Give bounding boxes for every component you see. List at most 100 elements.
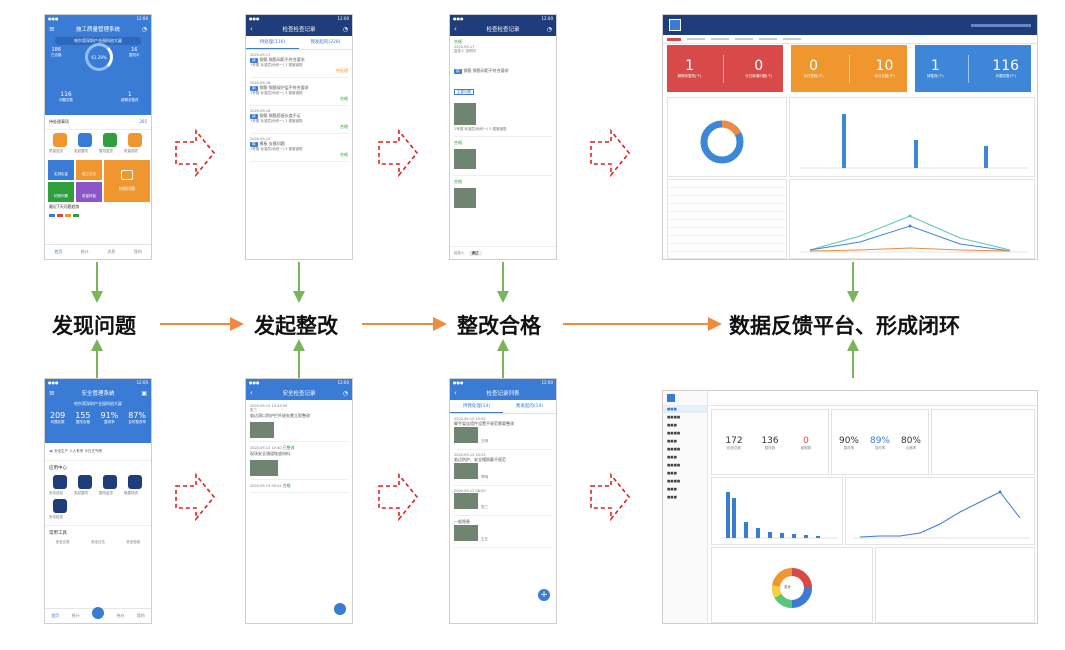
big-tile-4[interactable]: 质量样板 (76, 182, 102, 202)
menu-icon[interactable]: ≡ (49, 389, 55, 397)
back-icon[interactable]: ‹ (250, 389, 253, 397)
safety-line-chart (854, 490, 1030, 539)
project-selector[interactable]: 哈尔滨深圳产业园科创大厦 (55, 37, 141, 45)
stage-label-discover: 发现问题 (52, 314, 136, 338)
tile-icon-4[interactable] (128, 133, 142, 147)
list-item[interactable]: 2020-09-15 15:52 脚手架连墙件设置不规范需要整改 王明 (454, 417, 552, 450)
safety-icon-1[interactable] (53, 475, 67, 489)
tab-todo[interactable]: 待办 (116, 613, 125, 618)
list-item[interactable]: 2020-09-13 09:42 合格 (250, 483, 348, 493)
detail-location: 1号楼 标准层(地块一) 3 楼管钢筋 (454, 127, 507, 131)
stat-left-label: 已合格 (51, 53, 62, 57)
problem-list-panel (667, 179, 787, 259)
add-fab[interactable]: + (538, 589, 550, 601)
list-item[interactable]: 2020-09-16 钢钢筋 钢筋保护层不符合要求 1号楼 标准层(地块一) 3… (250, 81, 348, 106)
list-item[interactable]: 2020-09-15 14:43:59 张三 临边洞口防护栏杆缺失需立即整改 (250, 404, 348, 442)
photo-thumbnail[interactable] (454, 463, 478, 479)
tile-label-4: 质量验收 (124, 149, 138, 153)
tab-home[interactable]: 首页 (54, 249, 63, 254)
red-dashed-arrow-top-2 (378, 128, 419, 178)
photo-thumbnail[interactable] (250, 460, 278, 476)
safety-records-list-screenshot: ●●●12:00 ‹ 检查记录列表 待我处理(14) 我发起的(14) 2020… (449, 378, 557, 624)
photo-thumbnail[interactable] (454, 493, 478, 509)
stage-label-feedback: 数据反馈平台、形成闭环 (729, 314, 960, 338)
tab-pending[interactable]: 待处理(116) (246, 36, 299, 49)
photo-thumbnail[interactable] (454, 188, 476, 208)
list-item[interactable]: 2020-09-15 10:25 临边防护、安全帽佩戴不规范 李明 (454, 453, 552, 486)
tile-icon-2[interactable] (78, 133, 92, 147)
photo-problem-tile[interactable]: 拍照问题 (104, 160, 150, 202)
edit-fab[interactable] (334, 603, 346, 615)
tab-profile[interactable]: 我的 (133, 249, 142, 254)
safety-icon-5[interactable] (53, 499, 67, 513)
list-item[interactable]: 2020-09-12 08:00 张三 (454, 489, 552, 516)
tab-profile[interactable]: 我的 (136, 613, 145, 618)
safety-project[interactable]: 哈尔滨深圳产业园科创大厦 (74, 401, 122, 406)
pending-section-count[interactable]: 265 (139, 119, 147, 124)
trend-title: 最近7天问题趋势 (49, 204, 80, 209)
tile-label-2: 发起整改 (74, 149, 88, 153)
tab-initiated[interactable]: 我发起的(228) (310, 40, 341, 45)
detail-status: 合格 (454, 39, 462, 44)
footer-inspector: 检查人 (454, 250, 465, 255)
big-tile-2[interactable]: 施工日志 (76, 160, 102, 180)
stat-bottom-left-value: 116 (60, 91, 72, 98)
tab-pending[interactable]: 待我处理(14) (450, 400, 503, 413)
photo-problem-label: 拍照问题 (119, 186, 135, 191)
photo-thumbnail[interactable] (250, 422, 274, 438)
tab-stats[interactable]: 统计 (71, 613, 80, 618)
stage-label-rectify: 发起整改 (254, 314, 338, 338)
safety-icon-3[interactable] (103, 475, 117, 489)
stat-bottom-right-value: 1 (127, 91, 132, 98)
app-bar: ≡ 施工质量管理系统 ◔ (45, 22, 151, 36)
list-item[interactable]: 2020-09-16 钢钢筋 钢筋搭接长度不足 1号楼 标准层(地块一) 3 楼… (250, 109, 348, 134)
safety-icon-2[interactable] (78, 475, 92, 489)
stat-right-value: 16 (131, 47, 138, 53)
safety-donut-chart (771, 568, 812, 609)
tile-icon-1[interactable] (53, 133, 67, 147)
back-icon[interactable]: ‹ (454, 25, 457, 33)
safety-icon-4[interactable] (128, 475, 142, 489)
photo-thumbnail[interactable] (454, 427, 478, 443)
stage-label-qualified: 整改合格 (457, 314, 541, 338)
donut-chart (700, 120, 744, 164)
back-icon[interactable]: ‹ (454, 389, 457, 397)
bell-icon[interactable]: ◔ (546, 25, 552, 33)
photo-thumbnail[interactable] (454, 525, 478, 541)
photo-thumbnail[interactable] (454, 149, 476, 169)
list-item[interactable]: 2020-09-15 模模板 支模问题 1号楼 标准层(地块一) 3 楼管钢筋 … (250, 137, 348, 162)
list-item[interactable]: 2020-09-12 10:40 已整改 现场安全通道堆放材料 (250, 445, 348, 480)
camera-button[interactable] (91, 607, 104, 619)
menu-icon[interactable]: ≡ (49, 25, 55, 33)
safety-bar-chart-panel (711, 477, 843, 545)
safety-dashboard-screenshot: ■■■ ■■■■■■■■■■■■■■■■■■■■■■■■■■■■■■■■■■■■… (662, 390, 1038, 624)
safety-line-chart-panel (845, 477, 1035, 545)
tab-messages[interactable]: 消息 (107, 249, 116, 254)
big-tile-1[interactable]: 实测实量 (48, 160, 74, 180)
tab-home[interactable]: 首页 (51, 613, 60, 618)
tab-initiated[interactable]: 我发起的(14) (515, 404, 544, 409)
bell-icon[interactable]: ◔ (342, 25, 348, 33)
quality-inspection-list-screenshot: ●●●12:00 ‹ 检查检查记录 ◔ 待处理(116) 我发起的(228) 2… (245, 14, 353, 260)
big-tile-3[interactable]: 拍照问题 (48, 182, 74, 202)
list-item[interactable]: 一般隐患 王五 (454, 519, 552, 548)
red-dashed-arrow-top-3 (590, 128, 631, 178)
list-item[interactable]: 2020-09-17 钢钢筋 钢筋间距不符合要求 1号楼 标准层(地块一) 3 … (250, 53, 348, 78)
tile-icon-3[interactable] (103, 133, 117, 147)
safety-list-title: 安全检查记录 (282, 391, 316, 397)
app-center-title: 应用中心 (49, 466, 67, 471)
speaker-icon: ◀) (49, 449, 54, 453)
photo-thumbnail[interactable] (454, 103, 476, 125)
scan-icon[interactable]: ▣ (141, 389, 147, 397)
bell-icon[interactable]: ◔ (342, 389, 348, 397)
bell-icon[interactable]: ◔ (141, 25, 147, 33)
back-icon[interactable]: ‹ (250, 25, 253, 33)
tab-stats[interactable]: 统计 (80, 249, 89, 254)
approve-button[interactable]: 通过 (468, 250, 482, 256)
detail-tag: 主要问题 (454, 89, 474, 95)
